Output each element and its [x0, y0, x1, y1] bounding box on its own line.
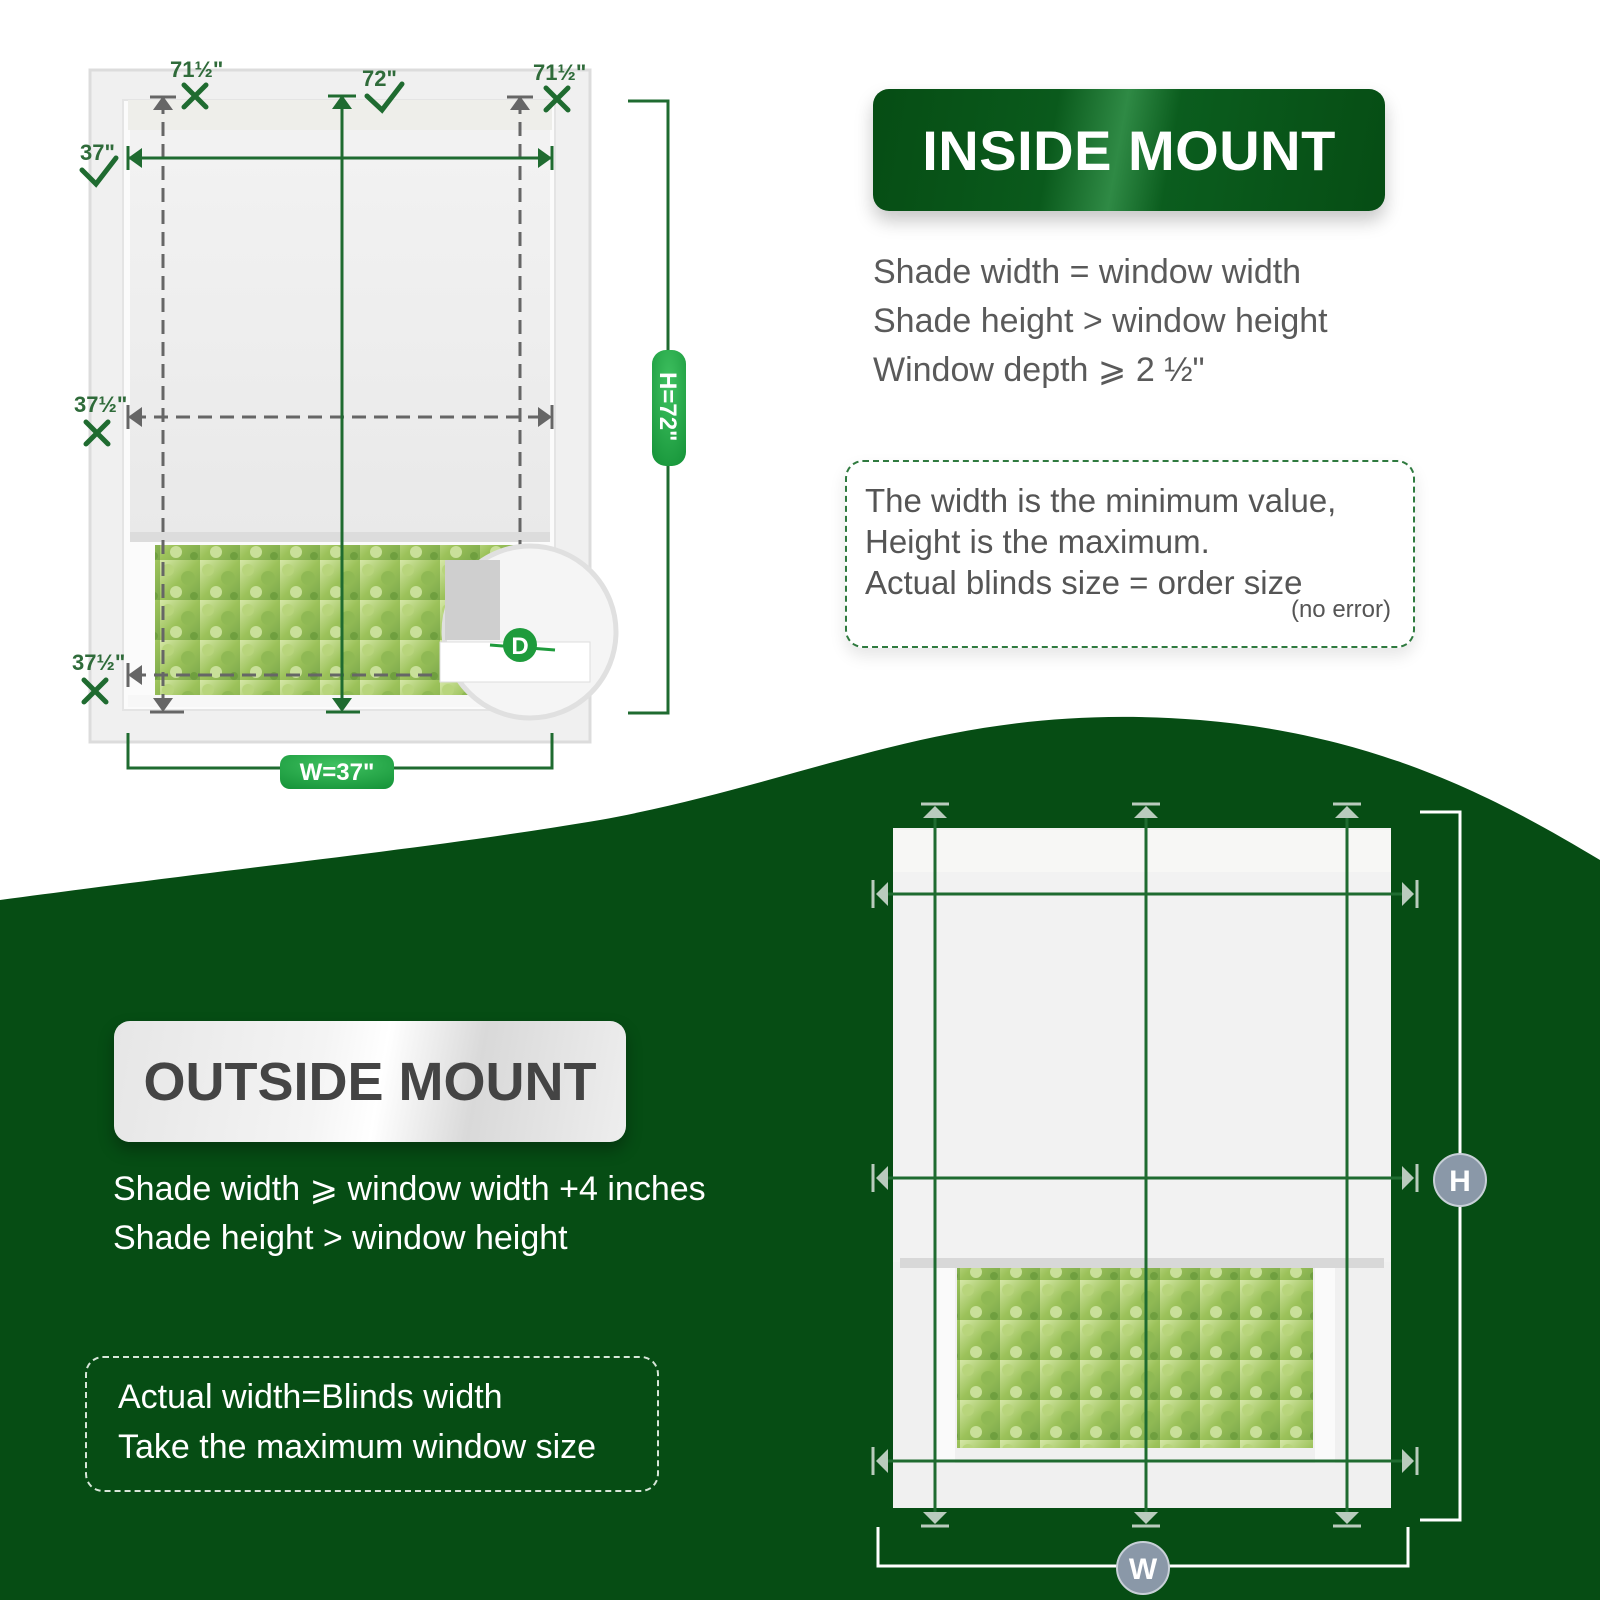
- height-marker-label: H: [1449, 1165, 1471, 1198]
- arrow-icon: [876, 806, 1414, 1524]
- width-label-top: 37": [80, 140, 115, 165]
- height-label-center: 72": [362, 66, 397, 91]
- inside-mount-diagram: D H=72" W=37" 71½" 72" 71½" 37": [72, 57, 686, 789]
- window-trees: [957, 1268, 1313, 1448]
- width-marker: [1116, 1541, 1170, 1595]
- check-icon: [364, 81, 405, 114]
- inside-rule-depth: Window depth ⩾ 2 ½": [873, 351, 1205, 389]
- height-pill: [652, 350, 686, 466]
- height-label-right: 71½": [533, 60, 586, 85]
- width-pill: [280, 755, 394, 789]
- inside-mount-note: The width is the minimum value, Height i…: [845, 460, 1415, 648]
- outside-mount-diagram: H W: [871, 802, 1487, 1595]
- outside-mount-note: Actual width=Blinds width Take the maxim…: [85, 1356, 659, 1492]
- inside-rule-width: Shade width = window width: [873, 253, 1302, 291]
- outside-note-line: Actual width=Blinds width: [118, 1378, 503, 1416]
- width-label-bottom: 37½": [72, 650, 125, 675]
- roller-shade: [130, 103, 550, 535]
- cross-icon: [81, 677, 109, 705]
- inside-mount-rules: Shade width = window width Shade height …: [873, 248, 1433, 395]
- inside-note-small: (no error): [1290, 596, 1391, 623]
- depth-magnifier: D: [439, 543, 619, 721]
- inside-note-line: Actual blinds size = order size: [865, 564, 1303, 601]
- roller-shade: [893, 830, 1391, 1262]
- check-icon: [79, 155, 119, 188]
- outside-rule-height: Shade height > window height: [113, 1219, 568, 1257]
- height-label-left: 71½": [170, 57, 223, 82]
- height-pill-label: H=72": [654, 372, 681, 441]
- width-pill-label: W=37": [300, 759, 375, 786]
- cross-icon: [543, 85, 571, 113]
- inside-mount-title: INSIDE MOUNT: [873, 89, 1385, 211]
- outside-rule-width: Shade width ⩾ window width +4 inches: [113, 1170, 706, 1208]
- outside-mount-rules: Shade width ⩾ window width +4 inches Sha…: [113, 1165, 833, 1263]
- height-marker: [1433, 1153, 1487, 1207]
- inside-rule-height: Shade height > window height: [873, 302, 1328, 340]
- depth-label: D: [511, 633, 528, 660]
- cross-icon: [181, 82, 209, 110]
- inside-note-line: Height is the maximum.: [865, 523, 1210, 560]
- width-label-middle: 37½": [74, 392, 127, 417]
- cross-icon: [83, 419, 111, 447]
- inside-note-line: The width is the minimum value,: [865, 482, 1337, 519]
- outside-note-line: Take the maximum window size: [118, 1428, 597, 1466]
- depth-marker: [503, 628, 537, 662]
- outside-mount-title: OUTSIDE MOUNT: [114, 1021, 626, 1142]
- width-marker-label: W: [1129, 1553, 1158, 1586]
